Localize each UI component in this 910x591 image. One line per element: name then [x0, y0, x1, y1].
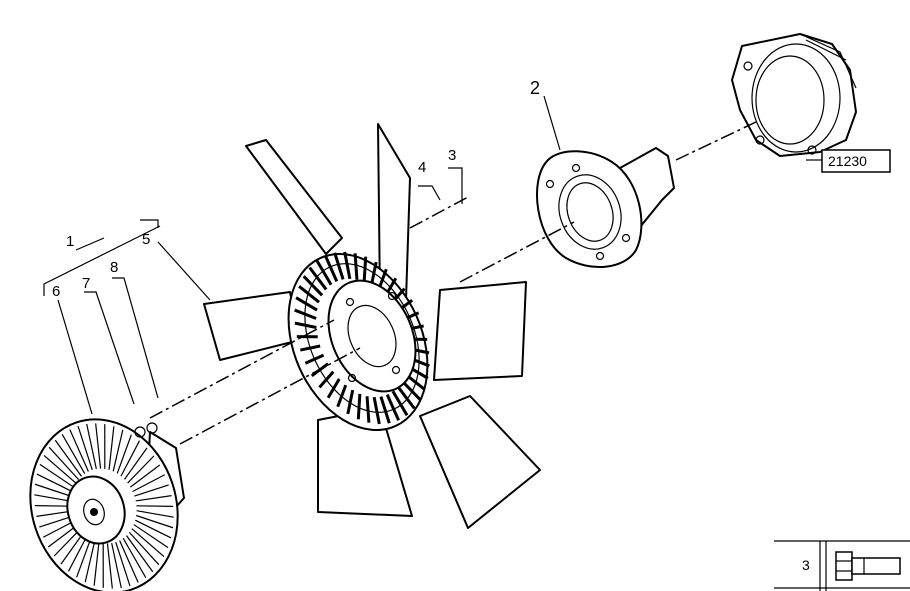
ribs-line	[326, 378, 341, 399]
clutch-fins-line	[67, 535, 88, 572]
clutch-fins-line	[112, 429, 124, 472]
clutch-fins-line	[116, 434, 132, 474]
clutch-fins-line	[61, 433, 86, 474]
fan-hub-ribs	[294, 251, 430, 425]
clutch-fins-line	[39, 463, 75, 488]
reference-box: 21230	[806, 149, 891, 173]
hub-spacer	[536, 147, 675, 268]
ribs-line	[346, 389, 355, 415]
callout-2: 2	[530, 78, 540, 98]
clutch-fins-line	[131, 528, 165, 558]
ribs-line	[308, 266, 328, 291]
clutch-fins-line	[47, 524, 79, 548]
clutch-fins-line	[132, 474, 166, 493]
clutch-fins-line	[128, 531, 160, 566]
clutch-fins-line	[34, 494, 72, 502]
clutch-fins-line	[136, 510, 174, 518]
callout-8: 8	[110, 259, 118, 276]
ribs-line	[333, 252, 345, 280]
clutch-fins-line	[36, 473, 73, 493]
ribs-line	[318, 370, 335, 389]
callout-labels: 1 2 3 4 5 6 7 8	[52, 78, 540, 300]
clutch-fins-line	[95, 423, 102, 469]
clutch-fins-line	[135, 495, 172, 502]
ribs-line	[379, 396, 391, 424]
clutch-fins-line	[86, 423, 97, 470]
clutch-fins-line	[134, 484, 169, 497]
callout-1: 1	[66, 233, 74, 250]
clutch-fins	[34, 423, 174, 589]
callout-5: 5	[142, 231, 150, 248]
clutch-fins-line	[43, 454, 77, 484]
ribs-line	[356, 393, 362, 420]
bolt-icon	[835, 551, 901, 581]
clutch-fins-line	[111, 542, 122, 589]
ribs-line	[294, 321, 317, 329]
ribs-line	[324, 255, 339, 282]
clutch-fins-line	[120, 440, 141, 477]
clutch-fins-line	[136, 514, 174, 529]
clutch-fins-line	[53, 528, 81, 557]
clutch-fins-line	[36, 510, 73, 517]
ribs-line	[372, 396, 381, 425]
ribs-line	[343, 251, 352, 280]
legend-number: 3	[802, 557, 810, 573]
fan-hub	[287, 251, 430, 431]
clutch-fins-line	[127, 455, 155, 484]
reference-box-label: 21230	[828, 153, 867, 169]
clutch-fins-line	[135, 519, 172, 539]
clutch-fins-line	[136, 505, 174, 507]
callout-3: 3	[448, 147, 456, 164]
callout-4: 4	[418, 159, 426, 176]
ribs-line	[295, 296, 318, 312]
clutch-fins-line	[129, 464, 161, 488]
ribs-line	[396, 385, 416, 410]
clutch-fins-line	[122, 538, 147, 579]
clutch-fins-line	[93, 542, 100, 586]
pulley-housing	[731, 33, 857, 157]
ribs-line	[400, 379, 422, 401]
clutch-fins-line	[77, 425, 93, 471]
clutch-fins-line	[34, 483, 72, 498]
clutch-fins-line	[119, 540, 139, 583]
clutch-fins-line	[126, 535, 154, 573]
clutch-fins-line	[69, 429, 89, 472]
clutch-fins-line	[108, 426, 115, 470]
ribs-line	[302, 275, 324, 297]
ribs-line	[298, 285, 320, 304]
clutch-fins-line	[106, 543, 113, 589]
ribs-line	[315, 259, 333, 286]
ribs-line	[362, 256, 368, 283]
leader-lines	[43, 95, 561, 415]
viscous-clutch	[29, 418, 185, 591]
ribs-line	[391, 390, 409, 417]
clutch-fins-line	[76, 538, 92, 578]
ribs-line	[385, 394, 400, 421]
clutch-fins-line	[60, 532, 85, 565]
clutch-fins-line	[48, 446, 80, 481]
ribs-line	[300, 344, 321, 352]
callout-6: 6	[52, 283, 60, 300]
legend-box: 3	[774, 540, 910, 591]
ribs-line	[336, 384, 348, 408]
callout-7: 7	[82, 275, 90, 292]
clutch-fins-line	[34, 505, 72, 507]
clutch-fins-line	[84, 540, 96, 583]
clutch-fins-line	[54, 439, 82, 477]
ribs-line	[304, 353, 325, 365]
clutch-fins-line	[115, 541, 131, 587]
assembly-axes	[149, 121, 757, 445]
ribs-line	[294, 308, 317, 320]
clutch-fins-line	[39, 515, 74, 528]
clutch-fins-line	[133, 524, 169, 549]
ribs-line	[365, 396, 371, 423]
clutch-fins-line	[123, 447, 148, 480]
clutch-fins-line	[42, 519, 76, 538]
ribs-line	[353, 253, 359, 280]
